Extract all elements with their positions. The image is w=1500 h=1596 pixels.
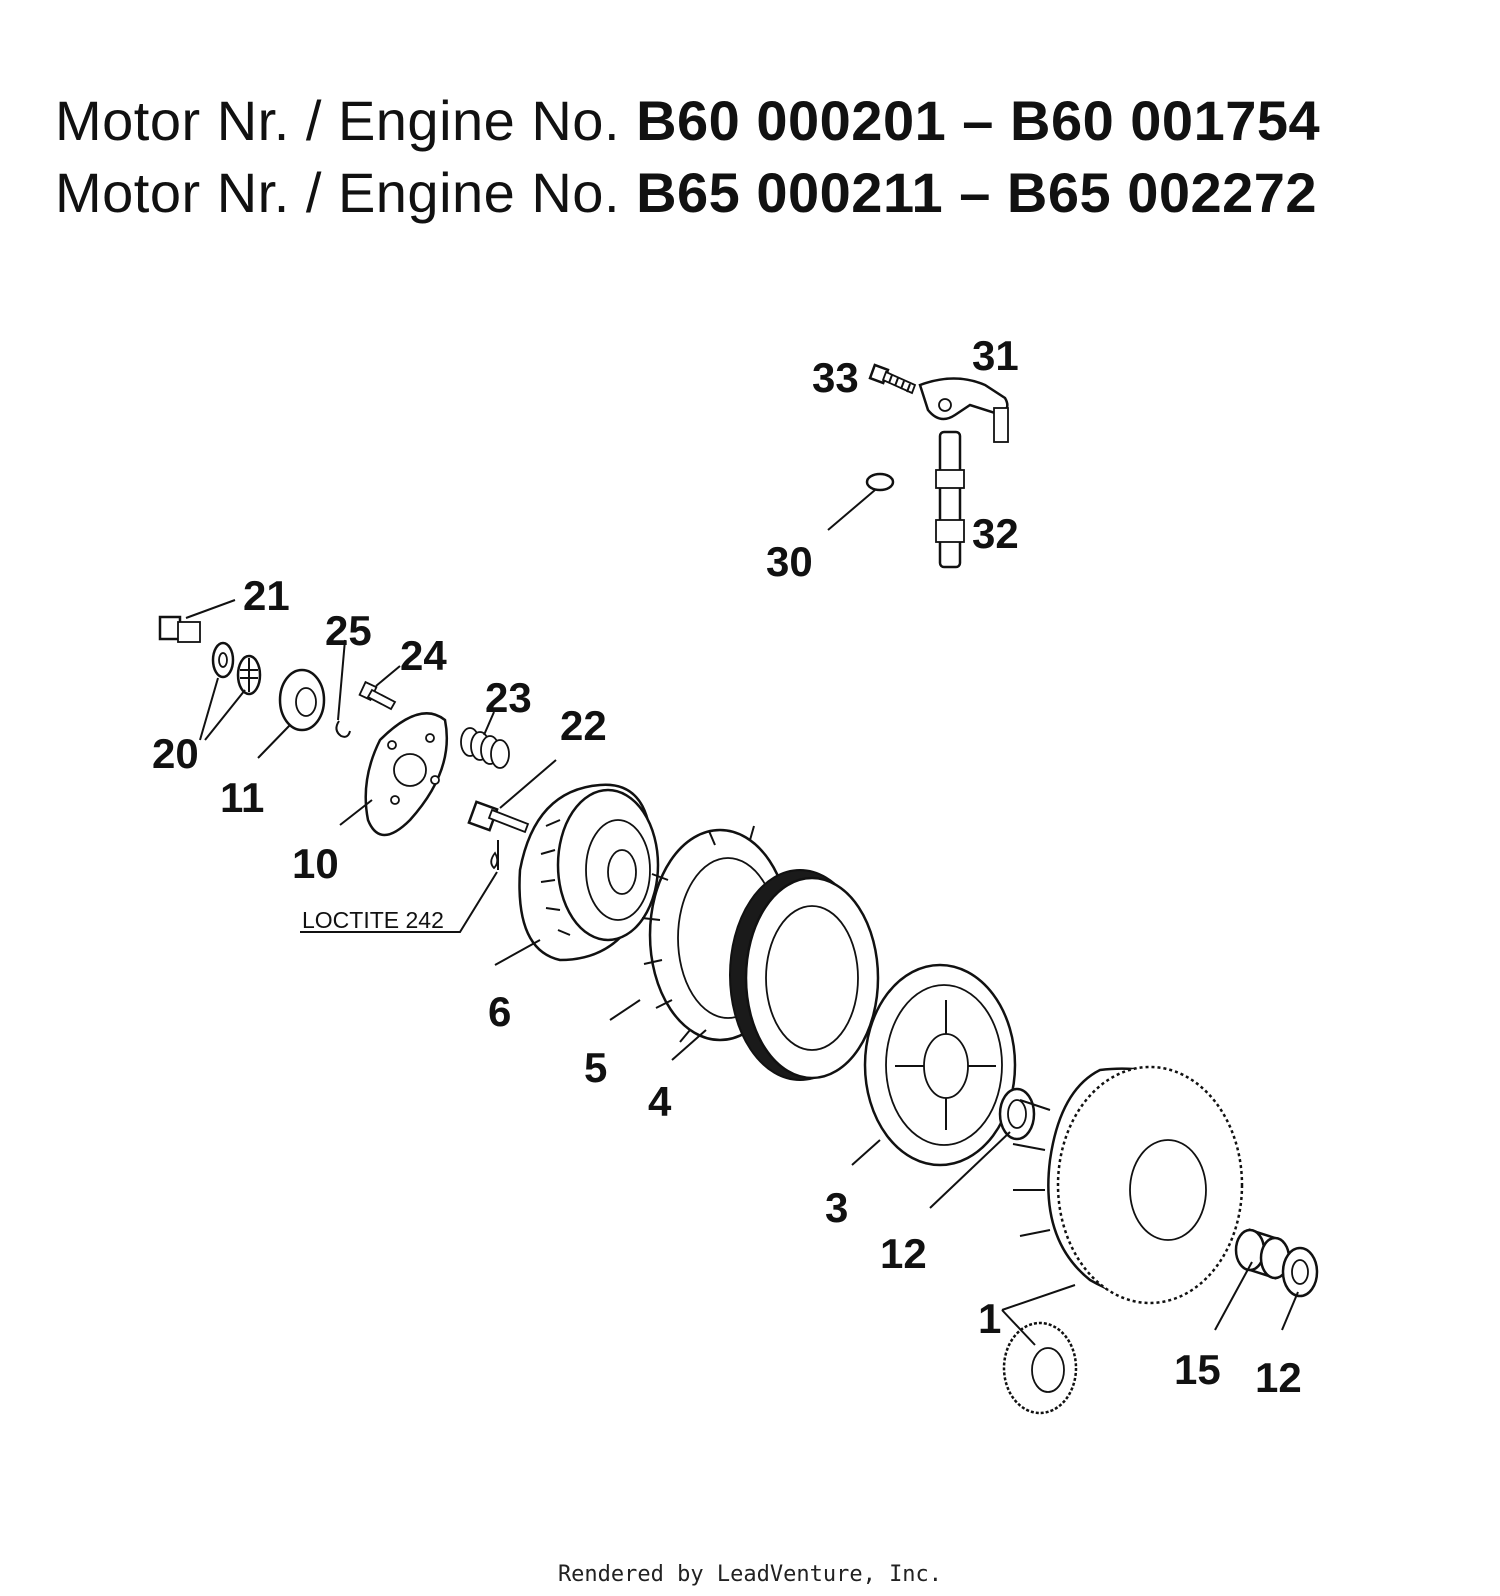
header-line-2: Motor Nr. / Engine No. B65 000211 – B65 … bbox=[55, 160, 1317, 225]
part-12-thrust-washer-a[interactable] bbox=[998, 1087, 1036, 1141]
part-6-inner-hub[interactable] bbox=[518, 783, 660, 962]
header-prefix-1: Motor Nr. / Engine No. bbox=[55, 89, 621, 152]
part-20-washers[interactable] bbox=[211, 641, 262, 696]
part-25-circlip[interactable] bbox=[335, 720, 351, 738]
callout-12-a: 12 bbox=[880, 1230, 927, 1277]
part-11-pressure-cap[interactable] bbox=[278, 668, 326, 732]
callout-3: 3 bbox=[825, 1184, 848, 1231]
callout-11: 11 bbox=[220, 774, 264, 821]
leader-lines bbox=[185, 489, 1299, 1346]
callout-23: 23 bbox=[485, 674, 532, 721]
header-prefix-2: Motor Nr. / Engine No. bbox=[55, 161, 621, 224]
part-32-shaft[interactable] bbox=[935, 430, 965, 569]
callout-10: 10 bbox=[292, 840, 339, 887]
callout-6: 6 bbox=[488, 988, 511, 1035]
footer-credit: Rendered by LeadVenture, Inc. bbox=[557, 1562, 943, 1587]
callout-5: 5 bbox=[584, 1044, 607, 1091]
callout-12-b: 12 bbox=[1255, 1354, 1302, 1401]
callout-30: 30 bbox=[766, 538, 813, 585]
loctite-note: LOCTITE 242 bbox=[302, 907, 444, 933]
part-30-washer[interactable] bbox=[865, 472, 895, 492]
loctite-drop-icon bbox=[490, 851, 499, 870]
callout-21: 21 bbox=[243, 572, 290, 619]
callout-15: 15 bbox=[1174, 1346, 1221, 1393]
part-23-springs[interactable] bbox=[460, 727, 510, 769]
callout-22: 22 bbox=[560, 702, 607, 749]
header-line-1: Motor Nr. / Engine No. B60 000201 – B60 … bbox=[55, 88, 1320, 153]
part-3-pressure-plate[interactable] bbox=[863, 963, 1017, 1167]
engine-range-1: B60 000201 – B60 001754 bbox=[636, 89, 1321, 152]
callout-31: 31 bbox=[972, 332, 1019, 379]
part-31-release-lever[interactable] bbox=[918, 377, 1009, 443]
part-15-bushing[interactable] bbox=[1234, 1228, 1291, 1280]
callout-4: 4 bbox=[648, 1078, 672, 1125]
engine-range-2: B65 000211 – B65 002272 bbox=[636, 161, 1318, 224]
part-12-thrust-washer-b[interactable] bbox=[1281, 1246, 1319, 1298]
callout-33: 33 bbox=[812, 354, 859, 401]
part-10-plate[interactable] bbox=[364, 712, 449, 837]
part-1-clutch-basket[interactable] bbox=[1012, 1065, 1244, 1305]
part-22-bolt[interactable] bbox=[467, 800, 530, 870]
callout-24: 24 bbox=[400, 632, 447, 679]
callout-20: 20 bbox=[152, 730, 199, 777]
part-21-bolt[interactable] bbox=[158, 615, 201, 643]
callout-25: 25 bbox=[325, 607, 372, 654]
part-24-screw[interactable] bbox=[358, 680, 397, 711]
callout-1: 1 bbox=[978, 1295, 1001, 1342]
part-33-screw[interactable] bbox=[868, 363, 917, 395]
callout-32: 32 bbox=[972, 510, 1019, 557]
part-1-primary-gear[interactable] bbox=[1002, 1321, 1078, 1415]
part-4-steel-plates[interactable] bbox=[729, 869, 880, 1081]
